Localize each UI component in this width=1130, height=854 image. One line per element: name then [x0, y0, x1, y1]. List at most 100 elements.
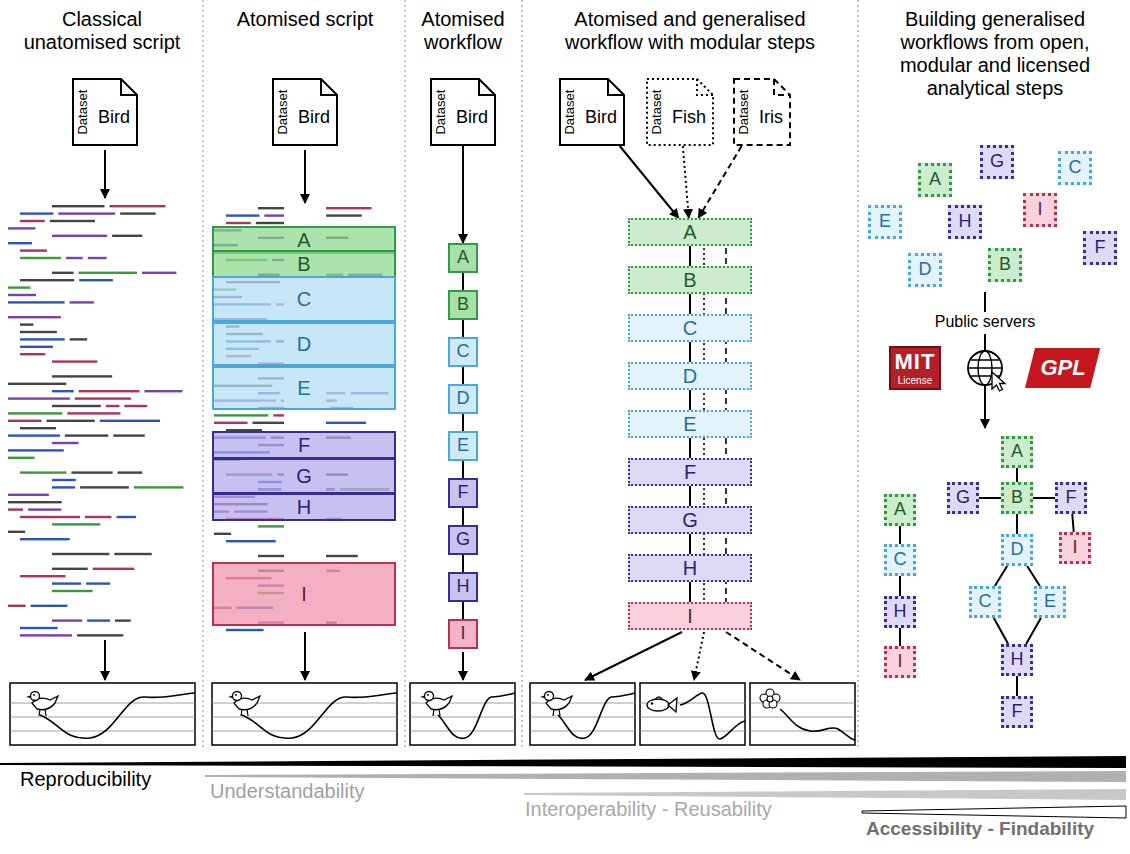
code-line — [144, 390, 182, 392]
dataset-label: Dataset — [276, 90, 290, 135]
code-line — [142, 272, 176, 274]
dataset-document: DatasetBird — [272, 78, 338, 146]
dataset-name: Bird — [456, 108, 488, 128]
flow-arrow — [104, 640, 106, 680]
code-line — [52, 272, 74, 274]
code-line — [273, 414, 284, 416]
modular-step: I — [628, 602, 752, 630]
column-title: Classical unatomised script — [12, 8, 192, 54]
step-letter: H — [1011, 650, 1024, 670]
modular-step: D — [628, 362, 752, 390]
modular-step: B — [628, 266, 752, 294]
document-shape — [431, 79, 495, 145]
analytical-step: E — [1034, 586, 1066, 618]
step-letter: B — [683, 269, 696, 291]
script-band: B — [212, 250, 396, 278]
script-band: E — [212, 366, 396, 410]
code-line — [258, 555, 284, 557]
analytical-step: A — [918, 163, 952, 197]
result-chart — [212, 683, 397, 745]
code-line — [120, 212, 156, 214]
dataset-document: DatasetFish — [646, 78, 714, 146]
code-line — [28, 508, 61, 510]
connector — [462, 414, 464, 431]
code-line — [8, 494, 49, 496]
code-line — [52, 405, 101, 407]
code-line — [85, 516, 111, 518]
separator — [404, 0, 405, 748]
analytical-step: I — [1023, 193, 1057, 227]
script-band: G — [212, 458, 396, 494]
code-line — [113, 434, 144, 436]
analytical-step: H — [1001, 644, 1033, 676]
connector — [994, 618, 1008, 644]
dataset-document: DatasetIris — [733, 78, 791, 146]
rotated-label-holder: Dataset — [74, 80, 92, 144]
flow-arrow — [726, 632, 800, 680]
modular-step: A — [628, 218, 752, 246]
step-letter: A — [457, 248, 469, 268]
code-line — [20, 212, 53, 214]
label-box: Atomised workflow — [407, 8, 519, 54]
step-letter: C — [1069, 158, 1082, 178]
connector — [689, 438, 691, 458]
reproducibility-bar — [0, 756, 1126, 768]
analytical-step: H — [884, 596, 916, 628]
label-box: Interoperability - Reusability — [525, 798, 772, 821]
separator — [202, 0, 203, 748]
connector — [1016, 468, 1018, 482]
dataset-name: Iris — [759, 108, 783, 128]
code-line — [47, 420, 95, 422]
analytical-step: G — [980, 145, 1014, 179]
code-line — [52, 390, 74, 392]
license-shape — [1025, 348, 1100, 388]
step-letter: D — [457, 389, 470, 409]
step-letter: G — [296, 465, 312, 487]
code-line — [20, 338, 65, 340]
code-line — [258, 525, 284, 527]
code-line — [8, 242, 32, 244]
step-letter: C — [457, 342, 470, 362]
label-box: Atomised script — [207, 8, 403, 31]
connector — [689, 246, 691, 266]
code-line — [52, 568, 88, 570]
code-line — [87, 619, 110, 621]
separator — [857, 0, 858, 748]
document-body: Iris — [753, 80, 789, 144]
step-letter: E — [297, 377, 310, 399]
step-letter: H — [457, 577, 470, 597]
analytical-step: G — [947, 482, 979, 514]
code-line — [326, 214, 362, 216]
document-fold — [121, 79, 137, 95]
code-line — [20, 427, 56, 429]
rotated-label-holder: Dataset — [648, 80, 666, 144]
connector — [1033, 497, 1055, 499]
code-line — [20, 257, 61, 259]
modular-step: E — [628, 410, 752, 438]
step-letter: D — [683, 365, 697, 387]
step-letter: H — [959, 212, 972, 232]
label-box: Accessibility - Findability — [866, 818, 1094, 840]
code-line — [52, 479, 76, 481]
step-letter: C — [979, 592, 992, 612]
document-fold — [479, 79, 495, 95]
workflow-step: H — [448, 572, 478, 602]
code-line — [31, 605, 68, 607]
label-box: Reproducibility — [20, 768, 151, 791]
step-letter: G — [682, 509, 698, 531]
step-letter: A — [929, 170, 941, 190]
code-line — [20, 353, 45, 355]
code-line — [58, 212, 115, 214]
workflow-step: E — [448, 431, 478, 461]
analytical-step: E — [868, 205, 902, 239]
flow-arrow — [984, 292, 986, 312]
dataset-document: DatasetBird — [559, 78, 625, 146]
step-letter: H — [297, 496, 311, 518]
connector — [462, 461, 464, 478]
connector — [899, 628, 901, 646]
code-line — [124, 405, 147, 407]
document-fold — [321, 79, 337, 95]
code-line — [52, 582, 81, 584]
